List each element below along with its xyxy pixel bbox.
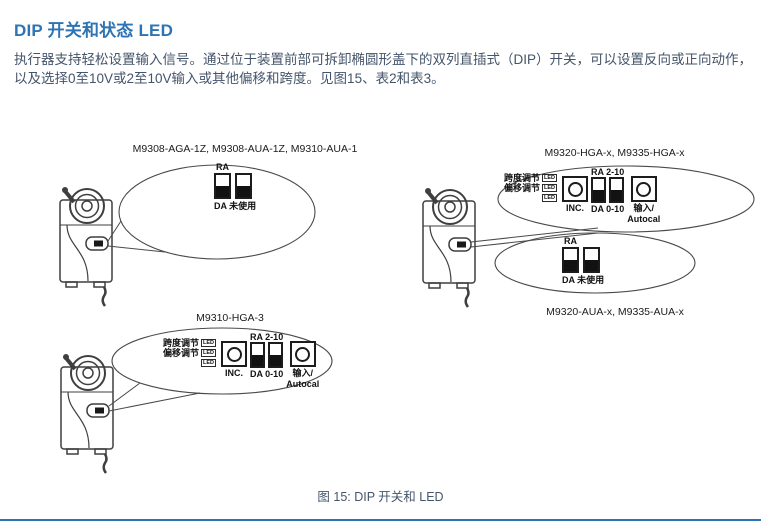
- footer-rule: [0, 519, 761, 521]
- model-label-bottom-right: M9320-AUA-x, M9335-AUA-x: [546, 306, 684, 318]
- actuator-illustration-right: [421, 186, 477, 309]
- led-indicator: LED: [542, 173, 558, 182]
- switch-knob: [216, 186, 229, 197]
- switch-knob: [270, 355, 282, 366]
- led-indicator: LED: [201, 348, 217, 357]
- callout-ellipse-top-left: [118, 164, 316, 260]
- autocal-button: [289, 341, 316, 367]
- da-label: DA 未使用: [214, 201, 257, 211]
- dip-switch-2: [583, 247, 600, 273]
- figure-caption: 图 15: DIP 开关和 LED: [317, 490, 444, 504]
- ra-label: RA: [564, 236, 577, 246]
- callout-ellipse-top-right: [497, 165, 755, 233]
- input-label: 输入/: [633, 203, 654, 213]
- dip-panel-top-left: RA DA 未使用: [214, 162, 256, 211]
- dip-switch-2: [235, 173, 252, 199]
- figure-line-art: [58, 164, 755, 475]
- led-indicator: LED: [542, 193, 558, 202]
- da-label: DA 未使用: [562, 275, 605, 285]
- model-label-top-left: M9308-AGA-1Z, M9308-AUA-1Z, M9310-AUA-1: [132, 143, 358, 155]
- actuator-illustration-bottom-left: [59, 352, 115, 475]
- inc-button: [562, 176, 589, 202]
- da-0-10-label: DA 0-10: [591, 204, 625, 214]
- da-0-10-label: DA 0-10: [250, 369, 284, 379]
- span-adjust-label: 跨度调节: [504, 173, 541, 183]
- switch-knob: [585, 260, 598, 271]
- switch-knob: [593, 190, 605, 201]
- led-indicator: LED: [201, 338, 217, 347]
- led-indicator: LED: [542, 183, 558, 192]
- dip-switch-1: [591, 177, 607, 203]
- body-paragraph: 执行器支持轻松设置输入信号。通过位于装置前部可拆卸椭圆形盖下的双列直插式（DIP…: [14, 50, 754, 88]
- autocal-button: [630, 176, 657, 202]
- autocal-label: Autocal: [286, 379, 320, 389]
- input-label: 输入/: [292, 368, 313, 378]
- span-adjust-label: 跨度调节: [163, 338, 200, 348]
- body-paragraph-line1: 执行器支持轻松设置输入信号。通过位于装置前部可拆卸椭圆形盖下的双列直插式（DIP…: [14, 52, 753, 67]
- autocal-label: Autocal: [627, 214, 661, 224]
- button-circle-icon: [567, 181, 583, 197]
- offset-adjust-label: 偏移调节: [163, 348, 200, 358]
- button-circle-icon: [295, 346, 311, 362]
- inc-label: INC.: [566, 203, 585, 213]
- callout-leader-lines: [107, 220, 599, 412]
- inc-label: INC.: [225, 368, 244, 378]
- ra-2-10-label: RA 2-10: [250, 332, 284, 342]
- actuator-illustration-top-left: [58, 185, 114, 308]
- switch-knob: [564, 260, 577, 271]
- button-circle-icon: [636, 181, 652, 197]
- model-label-top-right: M9320-HGA-x, M9335-HGA-x: [544, 147, 685, 159]
- callout-ellipse-bottom-left: [111, 327, 333, 395]
- switch-knob: [611, 190, 623, 201]
- switch-knob: [237, 186, 250, 197]
- dip-switch-1: [214, 173, 231, 199]
- dip-panel-bottom-right: RA DA 未使用: [562, 236, 604, 285]
- ra-2-10-label: RA 2-10: [591, 167, 625, 177]
- dip-switch-1: [250, 342, 266, 368]
- button-circle-icon: [226, 346, 242, 362]
- led-indicator: LED: [201, 358, 217, 367]
- ra-label: RA: [216, 162, 229, 172]
- body-paragraph-line2: 以及选择0至10V或2至10V输入或其他偏移和跨度。见图15、表2和表3。: [14, 71, 445, 86]
- dip-switch-2: [268, 342, 284, 368]
- switch-knob: [252, 355, 264, 366]
- dip-switch-2: [609, 177, 625, 203]
- model-label-bottom-left: M9310-HGA-3: [196, 312, 264, 324]
- offset-adjust-label: 偏移调节: [504, 183, 541, 193]
- page-title: DIP 开关和状态 LED: [14, 21, 174, 40]
- figure-15: M9308-AGA-1Z, M9308-AUA-1Z, M9310-AUA-1 …: [0, 130, 761, 482]
- inc-button: [221, 341, 248, 367]
- dip-switch-1: [562, 247, 579, 273]
